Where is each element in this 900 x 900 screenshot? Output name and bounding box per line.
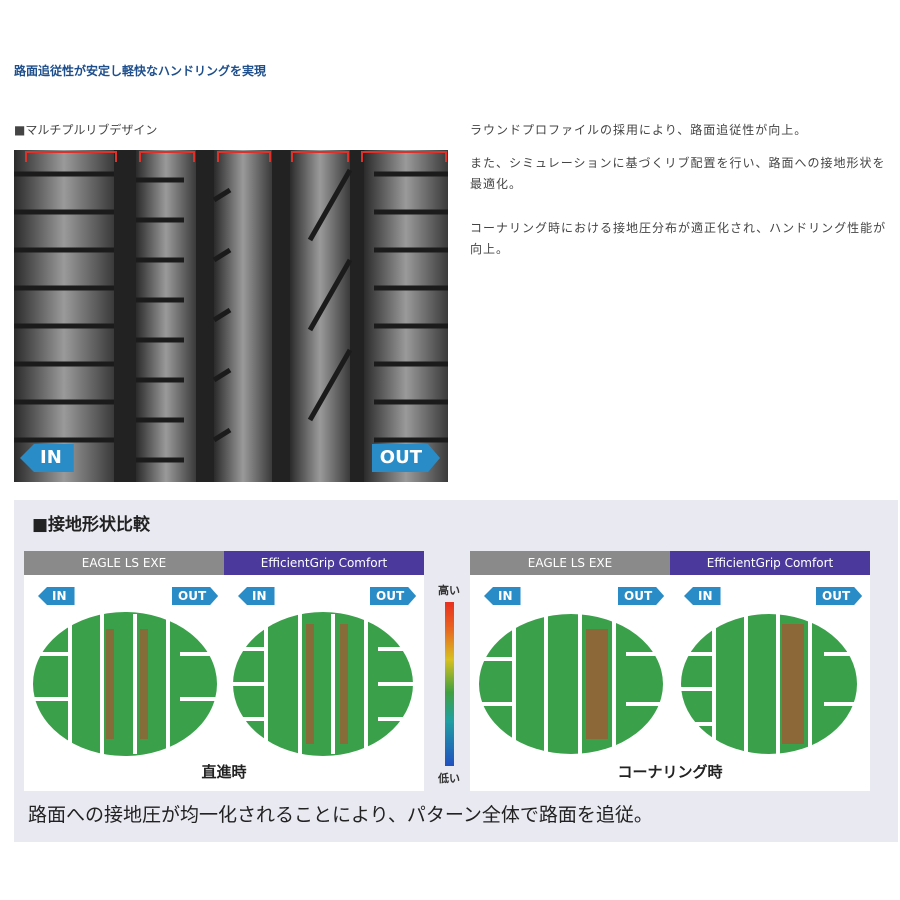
out-tag: OUT [372, 444, 440, 472]
straight-label: 直進時 [201, 763, 247, 781]
footprint-image [228, 612, 418, 756]
product-a-header: EAGLE LS EXE [470, 551, 670, 575]
description-2: また、シミュレーションに基づくリブ配置を行い、路面への接地形状を最適化。 [470, 156, 886, 191]
product-b-header: EfficientGrip Comfort [224, 551, 424, 575]
comparison-straight: EAGLE LS EXE EfficientGrip Comfort IN OU… [24, 551, 424, 791]
out-tag-mini: OUT [618, 587, 664, 605]
multi-rib-label: ■マルチプルリブデザイン [14, 123, 158, 137]
comparison-panel: ■接地形状比較 EAGLE LS EXE EfficientGrip Comfo… [14, 500, 898, 842]
cornering-label: コーナリング時 [617, 763, 723, 781]
description-1: ラウンドプロファイルの採用により、路面追従性が向上。 [470, 123, 808, 137]
description-3: コーナリング時における接地圧分布が適正化され、ハンドリング性能が向上。 [470, 221, 887, 256]
comparison-caption: 路面への接地圧が均一化されることにより、パターン全体で路面を追従。 [28, 804, 653, 826]
in-tag-mini: IN [238, 587, 275, 605]
footprint-image [674, 614, 864, 754]
scale-low-label: 低い [438, 772, 460, 785]
tread-photo: IN OUT [14, 150, 448, 482]
comparison-cornering: EAGLE LS EXE EfficientGrip Comfort IN OU… [470, 551, 870, 791]
in-tag-mini: IN [484, 587, 521, 605]
out-tag-mini: OUT [370, 587, 416, 605]
in-tag-mini: IN [684, 587, 721, 605]
out-tag-mini: OUT [172, 587, 218, 605]
section-heading: 路面追従性が安定し軽快なハンドリングを実現 [14, 64, 267, 78]
product-a-header: EAGLE LS EXE [24, 551, 224, 575]
in-tag-mini: IN [38, 587, 75, 605]
pressure-scale: 高い 低い [434, 582, 460, 786]
footprint-image [30, 612, 220, 756]
out-tag-mini: OUT [816, 587, 862, 605]
footprint-image [476, 614, 666, 754]
product-b-header: EfficientGrip Comfort [670, 551, 870, 575]
scale-bar [445, 602, 454, 766]
comparison-title: ■接地形状比較 [32, 515, 151, 535]
scale-high-label: 高い [438, 584, 460, 597]
